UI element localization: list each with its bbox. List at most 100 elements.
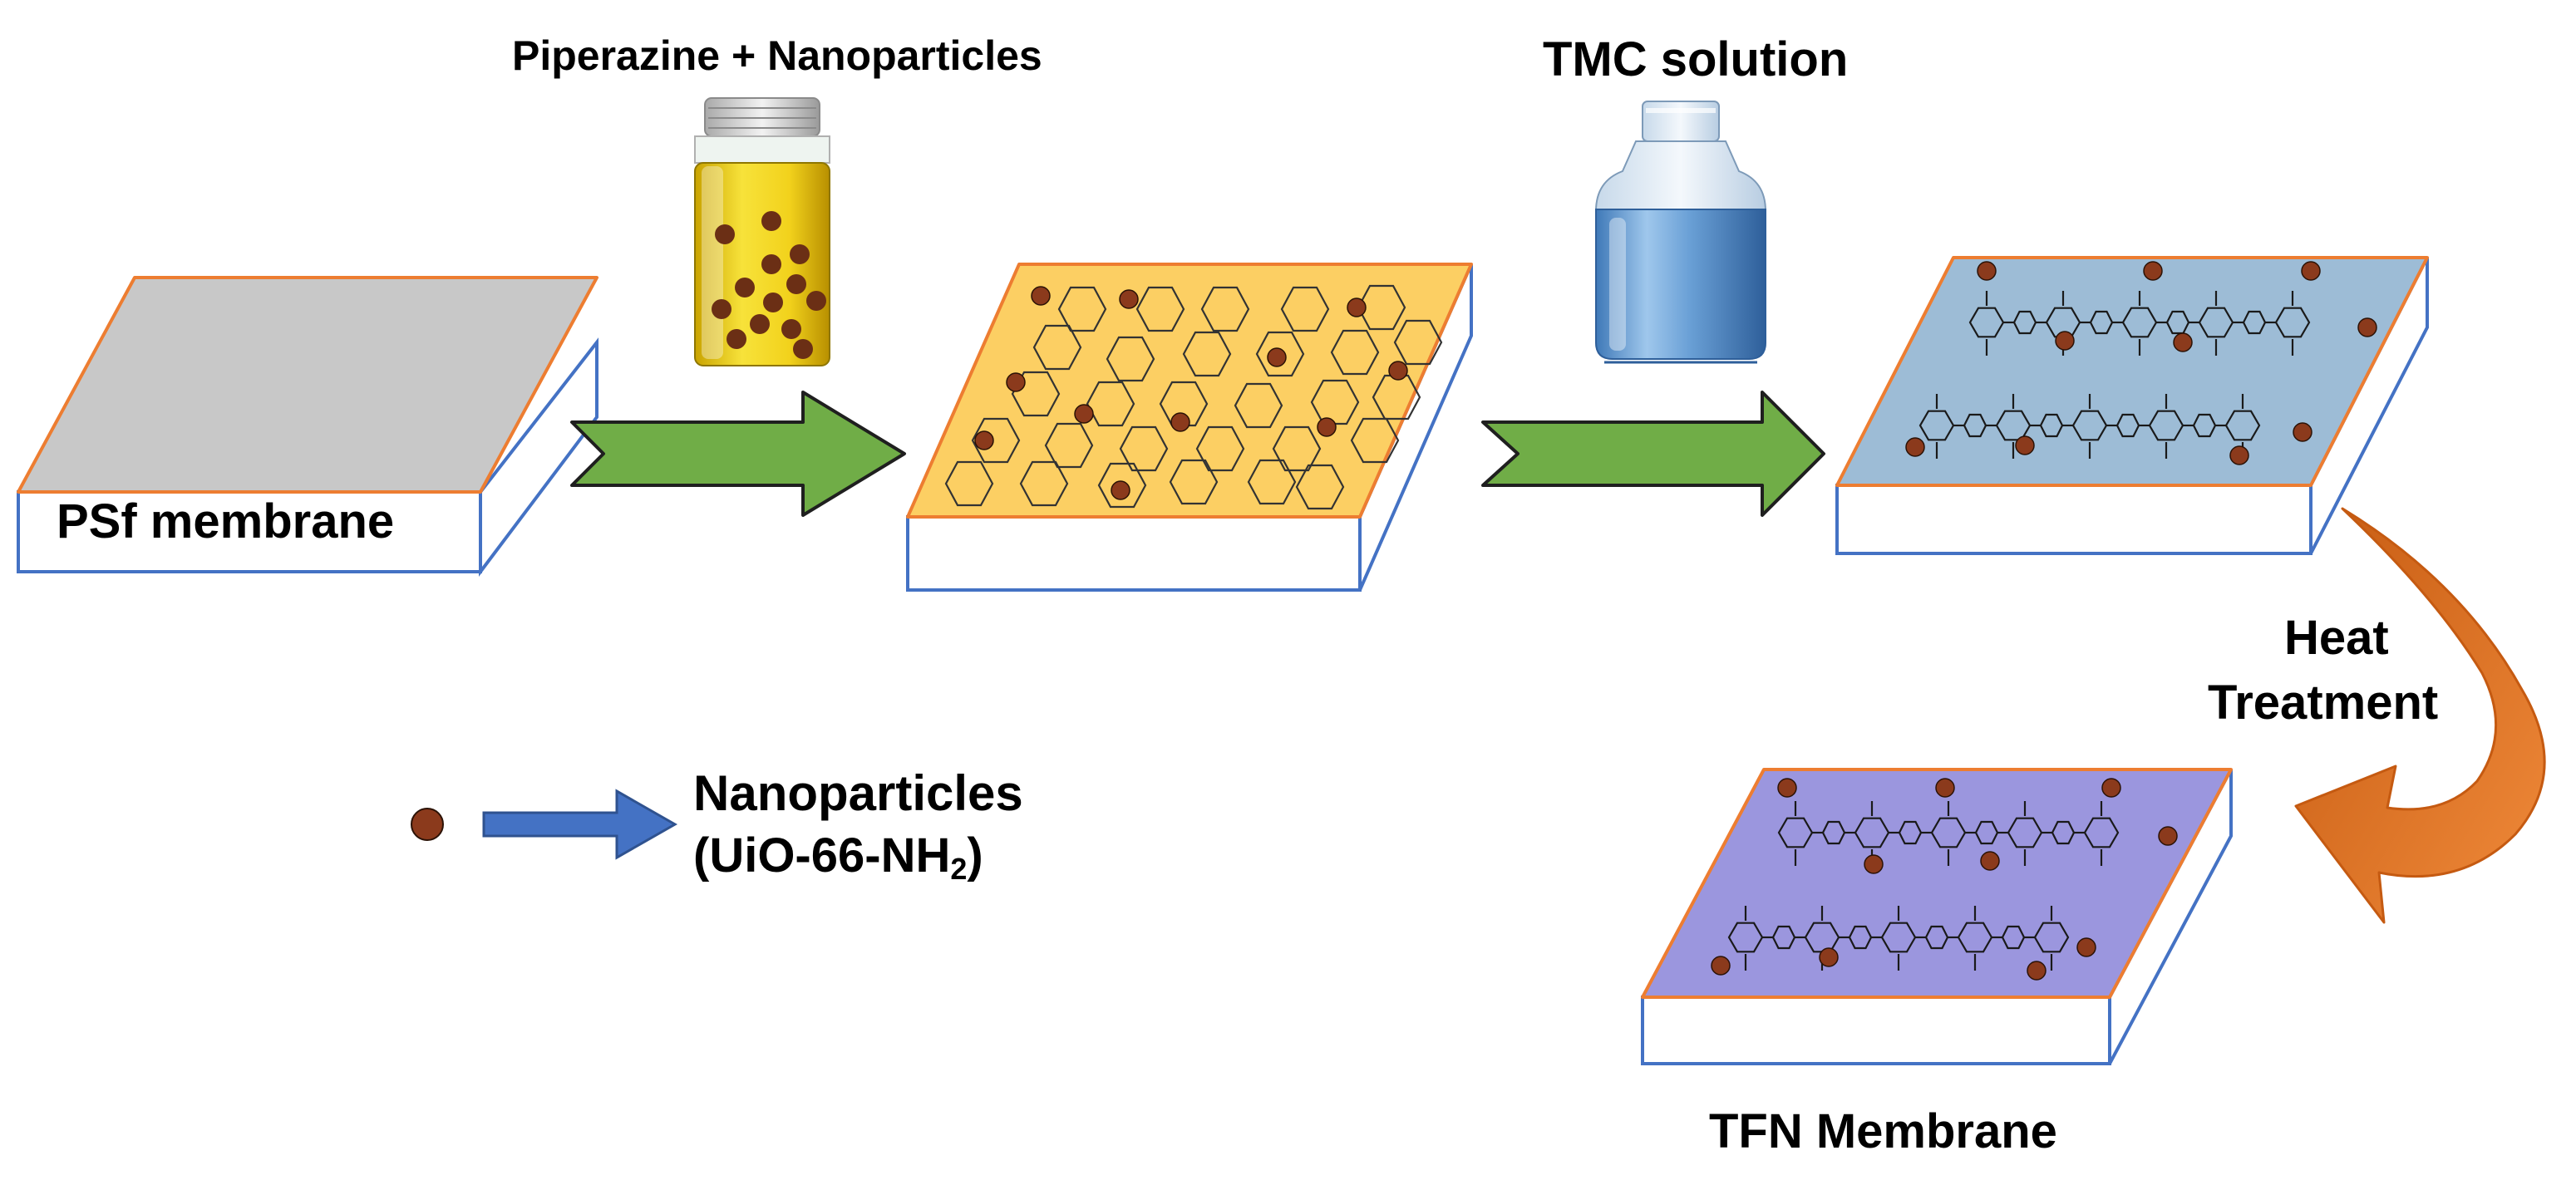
nanoparticle-dot xyxy=(2143,261,2163,281)
tmc-layer-nanoparticles xyxy=(1905,261,2377,465)
piperazine-ring xyxy=(1247,459,1297,505)
benzene-ring xyxy=(1880,922,1917,953)
nanoparticle-dot xyxy=(1819,947,1839,967)
nanoparticle-dot xyxy=(1711,956,1731,976)
piperazine-ring xyxy=(971,417,1021,464)
nanoparticle-dot xyxy=(1388,361,1408,381)
piperazine-ring xyxy=(1330,329,1380,376)
piperazine-ring xyxy=(1032,324,1082,371)
benzene-ring xyxy=(1727,922,1764,953)
nanoparticle-dot xyxy=(2101,778,2121,798)
nanoparticle-dot xyxy=(1119,289,1139,309)
piperazine-link xyxy=(1924,925,1949,950)
tfn-layer-nanoparticles xyxy=(1711,778,2178,981)
benzene-ring xyxy=(1957,922,1993,953)
crosslinked-polyamide-network xyxy=(1727,801,2120,971)
nanoparticle-dot xyxy=(1347,297,1367,317)
piperazine-ring xyxy=(1295,464,1345,510)
benzene-ring xyxy=(2007,817,2043,848)
piperazine-link xyxy=(2001,925,2026,950)
legend-formula-suffix: ) xyxy=(967,828,983,883)
legend-formula-prefix: (UiO-66-NH xyxy=(693,828,951,883)
benzene-ring xyxy=(2224,410,2261,441)
nanoparticle-dot-icon xyxy=(411,808,444,841)
piperazine-ring xyxy=(1086,381,1135,427)
piperazine-link xyxy=(2192,413,2217,438)
benzene-ring xyxy=(1918,410,1955,441)
nanoparticle-dot xyxy=(1317,417,1337,437)
benzene-ring xyxy=(1777,817,1814,848)
nanoparticle-dot xyxy=(1935,778,1955,798)
nanoparticle-dot xyxy=(974,430,994,450)
piperazine-ring xyxy=(1200,286,1250,332)
yellow-vial-with-particles-icon xyxy=(694,97,830,366)
piperazine-ring xyxy=(1310,379,1360,425)
nanoparticle-dot xyxy=(1777,778,1797,798)
nanoparticle-dot xyxy=(2055,331,2075,351)
piperazine-ring xyxy=(1234,382,1283,429)
piperazine-link xyxy=(2012,310,2037,335)
benzene-ring xyxy=(2083,817,2120,848)
tmc-membrane-slab xyxy=(1835,256,2429,555)
piperazine-link xyxy=(1771,925,1796,950)
heat-treatment-arrow xyxy=(2294,507,2546,924)
piperazine-ring xyxy=(1106,336,1155,382)
piperazine-ring xyxy=(1119,425,1169,472)
piperazine-ring xyxy=(1182,331,1232,377)
nanoparticle-dot xyxy=(2173,332,2193,352)
piperazine-ring xyxy=(944,460,994,507)
nanoparticle-dot xyxy=(1006,372,1026,392)
piperazine-ring xyxy=(1393,319,1443,366)
piperazine-ring xyxy=(1019,460,1069,507)
piperazine-ring xyxy=(1097,462,1147,509)
benzene-ring xyxy=(1968,307,2005,338)
piperazine-link xyxy=(2115,413,2140,438)
piperazine-link xyxy=(1898,820,1923,845)
nanoparticle-dot xyxy=(1980,851,2000,871)
piperazine-link xyxy=(2242,310,2267,335)
piperazine-ring xyxy=(1195,425,1245,472)
piperazine-ring xyxy=(1011,371,1061,417)
benzene-ring xyxy=(2071,410,2108,441)
nanoparticle-dot xyxy=(2076,937,2096,957)
psf-membrane-surface xyxy=(17,276,598,494)
legend-arrow xyxy=(482,789,678,860)
piperazine-ring xyxy=(1255,331,1305,377)
heat-treatment-label-line2: Treatment xyxy=(2208,676,2439,730)
tfn-membrane-side xyxy=(1641,996,2111,1065)
tmc-bottle-icon xyxy=(1595,101,1766,364)
benzene-ring xyxy=(2274,307,2311,338)
piperazine-ring xyxy=(1272,425,1322,472)
nanoparticle-dot xyxy=(2357,317,2377,337)
psf-membrane-right-side xyxy=(479,337,598,577)
psf-membrane-label: PSf membrane xyxy=(57,494,395,548)
final-membrane-label: TFN Membrane xyxy=(1709,1104,2057,1158)
piperazine-molecules xyxy=(944,284,1443,510)
benzene-ring xyxy=(2198,307,2234,338)
nanoparticle-dot xyxy=(2229,445,2249,465)
tfn-membrane-slab xyxy=(1641,768,2233,1065)
piperazine-ring xyxy=(1135,286,1185,332)
heat-treatment-label-line1: Heat xyxy=(2284,611,2389,665)
nanoparticle-dot xyxy=(2158,826,2178,846)
piperazine-link xyxy=(1821,820,1846,845)
piperazine-link xyxy=(2051,820,2076,845)
piperazine-ring xyxy=(1057,286,1107,332)
piperazine-ring xyxy=(1159,381,1209,427)
piperazine-membrane-surface xyxy=(906,263,1473,519)
legend-formula-subscript: 2 xyxy=(950,851,968,886)
nanoparticle-dot xyxy=(2293,422,2312,442)
nanoparticle-dot xyxy=(2015,435,2035,455)
piperazine-link xyxy=(2089,310,2114,335)
benzene-ring xyxy=(2033,922,2070,953)
piperazine-membrane-side xyxy=(906,515,1362,592)
benzene-ring xyxy=(2148,410,2184,441)
tmc-membrane-side xyxy=(1835,484,2312,555)
piperazine-ring xyxy=(1350,417,1400,464)
nanoparticle-dot xyxy=(1031,286,1051,306)
legend-formula: (UiO-66-NH2) xyxy=(693,829,983,886)
piperazine-layer-nanoparticles xyxy=(974,286,1408,500)
nanoparticle-dot xyxy=(1111,480,1130,500)
psf-membrane-slab xyxy=(17,276,598,577)
